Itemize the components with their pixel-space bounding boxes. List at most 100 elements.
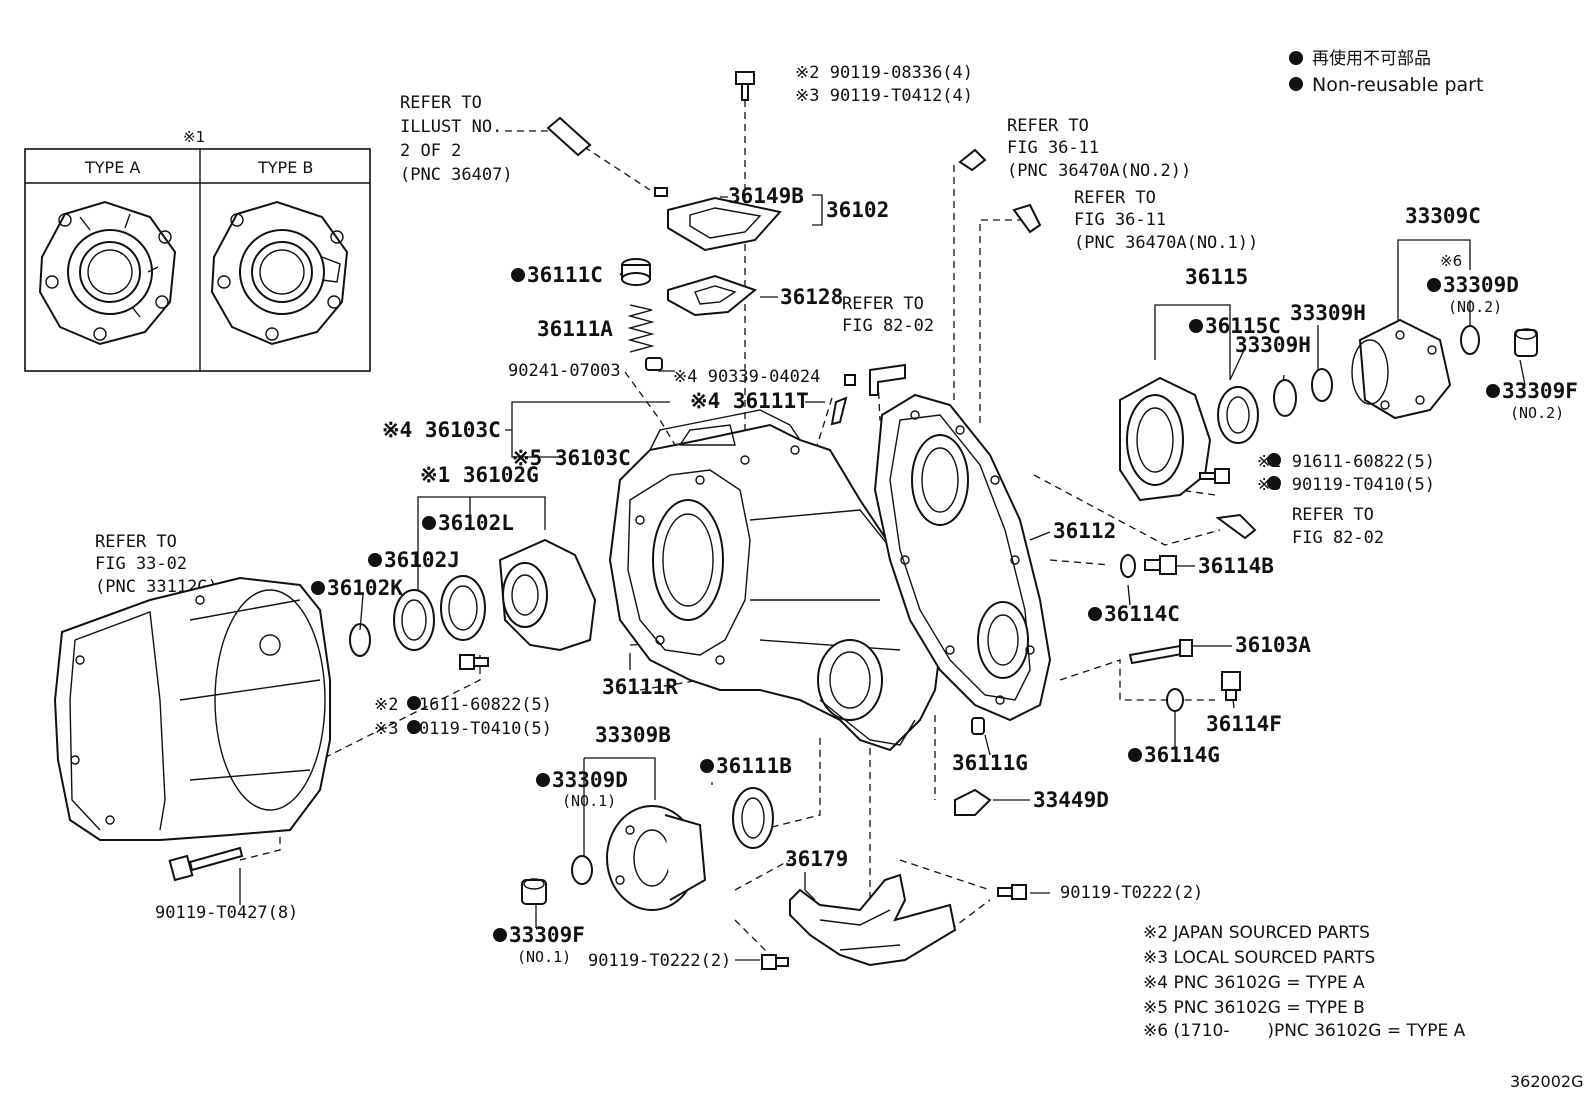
label-36103a: 36103A	[1235, 633, 1311, 657]
label-no1-b: (NO.1)	[517, 948, 571, 966]
note-4: ※4 PNC 36102G = TYPE A	[1143, 973, 1365, 993]
oil-seal-36102j	[393, 589, 435, 651]
label-36149b: 36149B	[728, 184, 804, 208]
label-text: (PNC 36470A(NO.1))	[1074, 233, 1258, 253]
note-5: ※5 PNC 36102G = TYPE B	[1143, 998, 1365, 1018]
flange-33309b	[606, 805, 707, 911]
plug-36114b	[1144, 555, 1177, 575]
inset-marker: ※1	[183, 128, 205, 146]
plug-36149b	[654, 187, 668, 197]
label-36112: 36112	[1053, 519, 1116, 543]
label-text: FIG 33-02	[95, 554, 187, 574]
breather-36111t	[830, 396, 848, 426]
bolt-91611-right	[1199, 468, 1230, 484]
label-text: REFER TO	[1007, 116, 1089, 136]
figure-id: 362002G	[1510, 1072, 1583, 1091]
bearing-33309h-a	[1273, 379, 1297, 417]
label-90119-t0410-a: ※3 90119-T0410(5)	[374, 719, 552, 739]
type-b-housing-drawing	[210, 200, 349, 346]
bracket-36470a-no1	[1012, 203, 1042, 234]
label-text: REFER TO	[95, 532, 177, 552]
label-90119-t0222-b: 90119-T0222(2)	[588, 951, 731, 971]
label-91611-b: ※2 91611-60822(5)	[1257, 452, 1435, 472]
type-a-label: TYPE A	[84, 158, 140, 177]
label-36111r: 36111R	[602, 675, 678, 699]
ball-90241	[645, 357, 663, 371]
o-ring-36102k	[349, 623, 371, 657]
label-36102g: ※1 36102G	[420, 463, 539, 487]
spring-36111a	[627, 304, 655, 353]
bracket-fig-82-02-right	[1215, 513, 1257, 540]
label-36111b: 36111B	[716, 754, 792, 778]
label-36114g: 36114G	[1144, 743, 1220, 767]
pin-36111g	[971, 717, 985, 735]
label-text: REFER TO	[1292, 505, 1374, 525]
label-33309f-no2: 33309F	[1502, 379, 1578, 403]
protector-36179	[789, 873, 957, 967]
non-reusable-dot-icon	[1289, 51, 1303, 65]
extension-housing-36115	[1119, 376, 1212, 502]
gasket-36114g	[1166, 688, 1184, 712]
label-33309c: 33309C	[1405, 204, 1481, 228]
adapter-housing	[53, 576, 331, 841]
label-36114c: 36114C	[1104, 602, 1180, 626]
label-36115c: 36115C	[1205, 314, 1281, 338]
bolt-90119-08336	[735, 71, 755, 101]
label-36111a: 36111A	[537, 317, 613, 341]
label-36111c: 36111C	[527, 263, 603, 287]
label-no1-a: (NO.1)	[562, 792, 616, 810]
label-33449d: 33449D	[1033, 788, 1109, 812]
bearing-33309h-b	[1311, 368, 1333, 402]
type-b-label: TYPE B	[257, 158, 313, 177]
label-33309h-b: 33309H	[1235, 333, 1311, 357]
washer-33309d-no1	[571, 855, 593, 885]
label-90339: ※4 90339-04024	[673, 367, 820, 387]
label-text: REFER TO	[1074, 188, 1156, 208]
seal-36115c	[1217, 386, 1259, 444]
bolt-91611	[459, 654, 489, 670]
solid-leaders	[239, 194, 1526, 961]
type-a-housing-drawing	[38, 200, 177, 346]
retainer-36102g	[498, 538, 597, 652]
label-36102j: 36102J	[384, 548, 460, 572]
label-36114b: 36114B	[1198, 554, 1274, 578]
note-6: ※6 (1710- )PNC 36102G = TYPE A	[1143, 1021, 1466, 1041]
gasket-36114c	[1120, 554, 1136, 578]
label-90241: 90241-07003	[508, 361, 621, 381]
bolt-90119-t0222-a	[997, 884, 1027, 900]
pipe-ref	[546, 116, 592, 157]
label-text: REFER TO	[400, 93, 482, 113]
bearing-36102l	[440, 575, 486, 641]
flange-33309c	[1351, 318, 1452, 420]
label-text: REFER TO	[842, 294, 924, 314]
bolt-90119-t0222-b	[761, 954, 789, 970]
note-2: ※2 JAPAN SOURCED PARTS	[1143, 923, 1370, 943]
label-91611-a: ※2 91611-60822(5)	[374, 695, 552, 715]
plug-36111c	[621, 258, 651, 286]
bolt-90119-t0427	[168, 846, 244, 882]
label-text: FIG 36-11	[1074, 210, 1166, 230]
washer-33309d-no2	[1460, 325, 1480, 355]
label-33309h-a: 33309H	[1290, 301, 1366, 325]
non-reusable-dot-icon	[1289, 77, 1303, 91]
label-text: (PNC 36470A(NO.2))	[1007, 161, 1191, 181]
rear-housing-36112	[873, 393, 1052, 722]
legend-jp: 再使用不可部品	[1312, 48, 1431, 69]
type-inset: ※1 TYPE A TYPE B	[24, 128, 371, 372]
label-90119-t0222-a: 90119-T0222(2)	[1060, 883, 1203, 903]
bracket-36470a-no2	[958, 148, 987, 172]
label-36102: 36102	[826, 198, 889, 222]
label-text: FIG 36-11	[1007, 138, 1099, 158]
label-text: FIG 82-02	[1292, 528, 1384, 548]
label-33309f-no1: 33309F	[509, 923, 585, 947]
gasket-36128	[667, 274, 758, 317]
label-no2-a: (NO.2)	[1448, 298, 1502, 316]
refer-fig-82-02-top: REFER TO FIG 82-02	[842, 294, 934, 336]
breather-90339	[844, 374, 856, 386]
legend: 再使用不可部品 Non-reusable part	[1289, 48, 1483, 96]
label-90119-08336: ※2 90119-08336(4)	[795, 63, 973, 83]
plug-36114f	[1221, 671, 1241, 701]
label-text: (PNC 36407)	[400, 165, 513, 185]
refer-fig-36-11-no1: REFER TO FIG 36-11 (PNC 36470A(NO.1))	[1074, 188, 1258, 253]
